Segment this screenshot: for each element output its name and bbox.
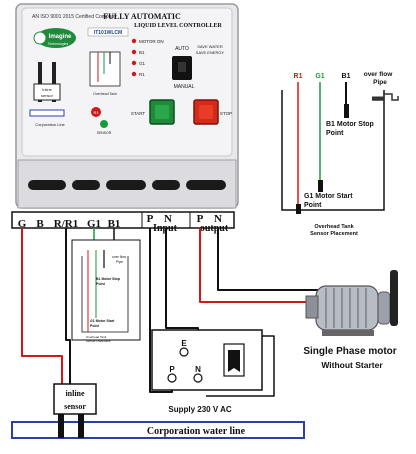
ctrl-overhead-tank-label: Overhead Tank — [93, 92, 117, 96]
inline-sensor-label-2: sensor — [64, 402, 86, 411]
overflow-label-1: over flow — [364, 71, 393, 78]
supply-voltage-label: Supply 230 V AC — [168, 405, 232, 414]
placement-label-1: Overhead Tank — [314, 224, 354, 230]
ctrl-sensor-dot — [100, 120, 108, 128]
overhead-tank-diagram — [281, 82, 399, 214]
led-label-g1: G1 — [139, 61, 146, 66]
mini-pipe-label: Pipe — [116, 260, 123, 264]
led-motor-on — [131, 38, 137, 44]
wire-output-p — [199, 228, 310, 303]
brand-sub: Technologies — [48, 42, 69, 46]
tank-b1-label: B1 — [342, 73, 351, 80]
output-label: output — [200, 223, 229, 234]
wire-output-n — [217, 228, 318, 291]
controller-inline-sensor-graphic: Inline sensor Corporation Line — [29, 62, 66, 127]
switch-lever — [178, 62, 186, 72]
b1-stop-label-1: B1 Motor Stop — [326, 121, 374, 128]
terminal-input-n: N — [164, 213, 172, 225]
stop-label: STOP — [220, 111, 232, 116]
socket-earth — [179, 347, 189, 357]
ctrl-inline-label-2: sensor — [41, 93, 54, 98]
ctrl-r1-text: R1 — [93, 110, 99, 115]
terminal-strip — [11, 211, 235, 229]
mini-tank-diagram: over flow Pipe B1 Motor Stop Point G1 Mo… — [71, 239, 141, 343]
controller-title-2: LIQUID LEVEL CONTROLLER — [134, 23, 222, 29]
socket-neutral — [193, 373, 203, 383]
brand-logo: Imagine Technologies — [33, 28, 76, 48]
led-r1 — [131, 71, 137, 77]
save-energy-text: SAVE ENERGY — [196, 50, 225, 55]
placement-label-2: Sensor Placement — [310, 231, 358, 237]
terminal-g: G — [18, 218, 27, 230]
status-leds: MOTOR ON B1 G1 R1 — [131, 38, 164, 77]
ctrl-sensor-label: SENSOR — [97, 131, 112, 135]
manual-label: MANUAL — [174, 84, 195, 90]
led-label-r1: R1 — [139, 72, 145, 77]
supply-n-label: N — [195, 365, 201, 374]
terminal-b1: B1 — [108, 218, 121, 230]
sensor-pin-left — [58, 420, 64, 438]
mini-placement-2: Sensor Placement — [86, 339, 111, 343]
led-label-motor-on: MOTOR ON — [139, 39, 164, 44]
start-button-face — [155, 105, 169, 119]
switch-rocker — [228, 350, 240, 372]
motor-icon — [305, 270, 398, 336]
wire-g-red — [21, 228, 63, 384]
r1-probe — [296, 204, 301, 214]
vent-slots — [28, 180, 226, 190]
sensor-pin-right — [78, 420, 84, 438]
ctrl-corp-line-label: Corporation Line — [35, 122, 65, 127]
mini-overflow-label: over flow — [112, 255, 126, 259]
mini-placement-1: Overhead Tank — [86, 335, 107, 339]
terminal-output-p: P — [197, 213, 204, 225]
mini-b1-label-1: B1 Motor Stop — [96, 277, 120, 281]
mini-b1-label-2: Point — [96, 282, 106, 286]
terminal-input-p: P — [147, 213, 154, 225]
controller-title-1: FULLY AUTOMATIC — [103, 12, 181, 21]
overflow-label-2: Pipe — [373, 79, 387, 86]
mini-g1-label-1: G1 Motor Start — [90, 319, 115, 323]
g1-start-label-1: G1 Motor Start — [304, 193, 353, 200]
ctrl-r1-indicator — [91, 107, 101, 117]
tank-r1-label: R1 — [294, 73, 303, 80]
supply-e-label: E — [181, 339, 187, 348]
motor-label-1: Single Phase motor — [303, 346, 396, 357]
inline-sensor-label-1: inline — [65, 389, 85, 398]
wire-r-black — [65, 228, 71, 384]
controller-unit — [15, 3, 239, 209]
socket-phase — [167, 373, 177, 383]
terminal-r-r1: R/R1 — [54, 218, 78, 230]
supply-socket-box — [151, 329, 263, 391]
motor-label-2: Without Starter — [321, 360, 383, 370]
ctrl-inline-label-1: Inline — [42, 87, 52, 92]
g1-start-label-2: Point — [304, 202, 322, 209]
brand-name: Imagine — [49, 34, 72, 40]
model-label: IT101WLCM — [94, 30, 122, 36]
auto-label: AUTO — [175, 46, 189, 52]
save-water-text: SAVE WATER — [197, 44, 223, 49]
overflow-pipe — [372, 93, 399, 101]
corporation-water-line — [11, 421, 305, 439]
mini-g1-label-2: Point — [90, 324, 100, 328]
supply-p-label: P — [169, 365, 175, 374]
b1-probe — [344, 104, 349, 118]
corporation-label: Corporation water line — [147, 426, 246, 437]
terminal-b: B — [36, 218, 44, 230]
start-label: START — [131, 111, 146, 116]
led-label-b1: B1 — [139, 50, 145, 55]
stop-button-face — [199, 105, 213, 119]
terminal-g1: G1 — [87, 218, 101, 230]
terminal-output-n: N — [214, 213, 222, 225]
controller-tank-graphic: Overhead Tank R1 SENSOR — [89, 51, 121, 135]
tank-g1-label: G1 — [315, 73, 324, 80]
g1-probe — [318, 180, 323, 192]
iso-text: AN ISO 9001 2015 Certified Company — [32, 14, 117, 20]
led-g1 — [131, 60, 137, 66]
b1-stop-label-2: Point — [326, 130, 344, 137]
led-b1 — [131, 49, 137, 55]
